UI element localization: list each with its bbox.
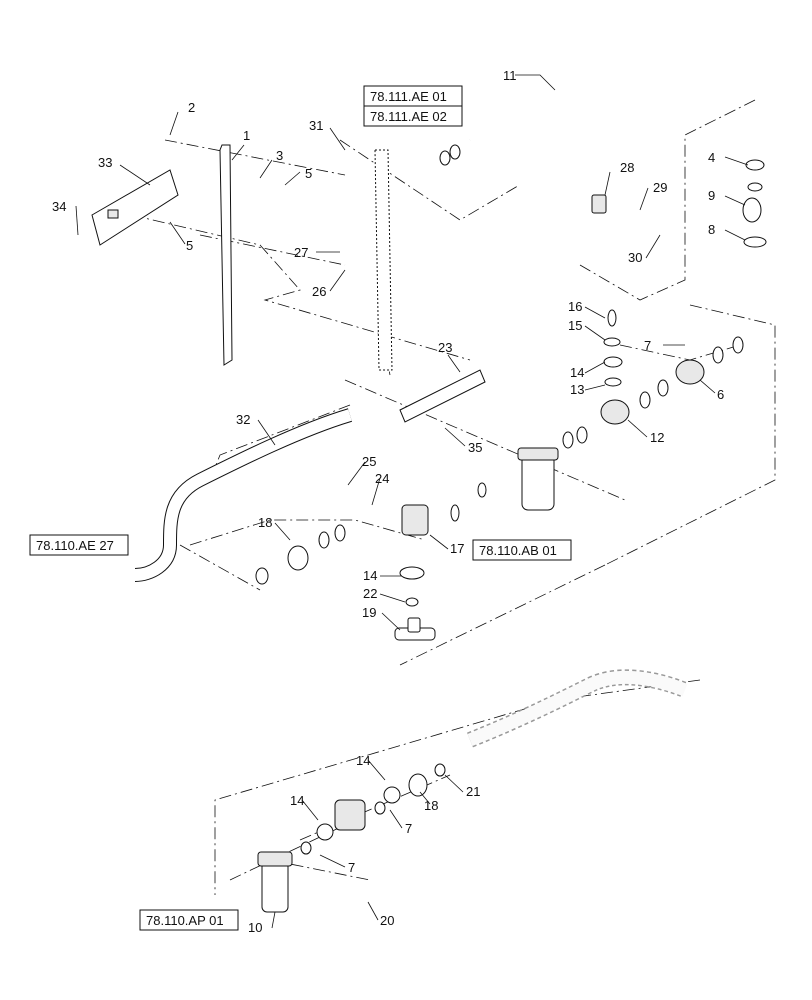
callout-5-lower: 5 (186, 238, 193, 253)
callout-31: 31 (309, 118, 323, 133)
ref-78-110-ae-27: 78.110.AE 27 (36, 538, 114, 553)
callout-13: 13 (570, 382, 584, 397)
callout-29: 29 (653, 180, 667, 195)
callout-32: 32 (236, 412, 250, 427)
callout-numbers: 1 2 3 4 5 5 6 7 7 7 7 8 9 10 11 12 13 14… (52, 68, 724, 935)
callout-1: 1 (243, 128, 250, 143)
callout-8: 8 (708, 222, 715, 237)
part-hose-32 (134, 408, 353, 582)
callout-9: 9 (708, 188, 715, 203)
part-valve-17 (401, 504, 429, 536)
part-filter-10 (257, 851, 293, 913)
callout-4: 4 (708, 150, 715, 165)
callout-20: 20 (380, 913, 394, 928)
part-fittings-row (255, 144, 767, 855)
callout-28: 28 (620, 160, 634, 175)
callout-21: 21 (466, 784, 480, 799)
part-channel-bar (374, 149, 393, 371)
callout-2: 2 (188, 100, 195, 115)
callout-19: 19 (362, 605, 376, 620)
callout-24: 24 (375, 471, 389, 486)
part-plate-33 (91, 169, 179, 246)
callout-23: 23 (438, 340, 452, 355)
callout-22: 22 (363, 586, 377, 601)
callout-7-a: 7 (644, 338, 651, 353)
callout-7-c: 7 (348, 860, 355, 875)
callout-25: 25 (362, 454, 376, 469)
ref-78-111-ae-02: 78.111.AE 02 (370, 109, 447, 124)
callout-12: 12 (650, 430, 664, 445)
part-tee-19 (394, 617, 436, 641)
callout-3: 3 (276, 148, 283, 163)
part-bracket-23 (399, 369, 486, 423)
part-bracket-1 (219, 144, 233, 366)
callout-14-b: 14 (363, 568, 377, 583)
callout-26: 26 (312, 284, 326, 299)
callout-16: 16 (568, 299, 582, 314)
callout-7-b: 7 (405, 821, 412, 836)
part-filter-upper (517, 447, 559, 511)
part-hose-ghost (467, 669, 688, 748)
callout-33: 33 (98, 155, 112, 170)
part-hose-11 (469, 53, 674, 251)
callout-11: 11 (503, 68, 517, 83)
callout-35: 35 (468, 440, 482, 455)
callout-17: 17 (450, 541, 464, 556)
callout-18-a: 18 (258, 515, 272, 530)
callout-14-c: 14 (356, 753, 370, 768)
part-fitting-28 (591, 194, 607, 214)
leader-lines (75, 74, 749, 929)
part-valve-lower (334, 799, 366, 831)
callout-5-upper: 5 (305, 166, 312, 181)
callout-15: 15 (568, 318, 582, 333)
callout-10: 10 (248, 920, 262, 935)
callout-14-a: 14 (570, 365, 584, 380)
ref-78-110-ap-01: 78.110.AP 01 (146, 913, 224, 928)
ref-78-111-ae-01: 78.111.AE 01 (370, 89, 447, 104)
callout-18-b: 18 (424, 798, 438, 813)
callout-14-d: 14 (290, 793, 304, 808)
reference-boxes: 78.111.AE 01 78.111.AE 02 78.110.AE 27 7… (29, 85, 572, 931)
callout-30: 30 (628, 250, 642, 265)
callout-27: 27 (294, 245, 308, 260)
callout-6: 6 (717, 387, 724, 402)
callout-34: 34 (52, 199, 66, 214)
ref-78-110-ab-01: 78.110.AB 01 (479, 543, 557, 558)
